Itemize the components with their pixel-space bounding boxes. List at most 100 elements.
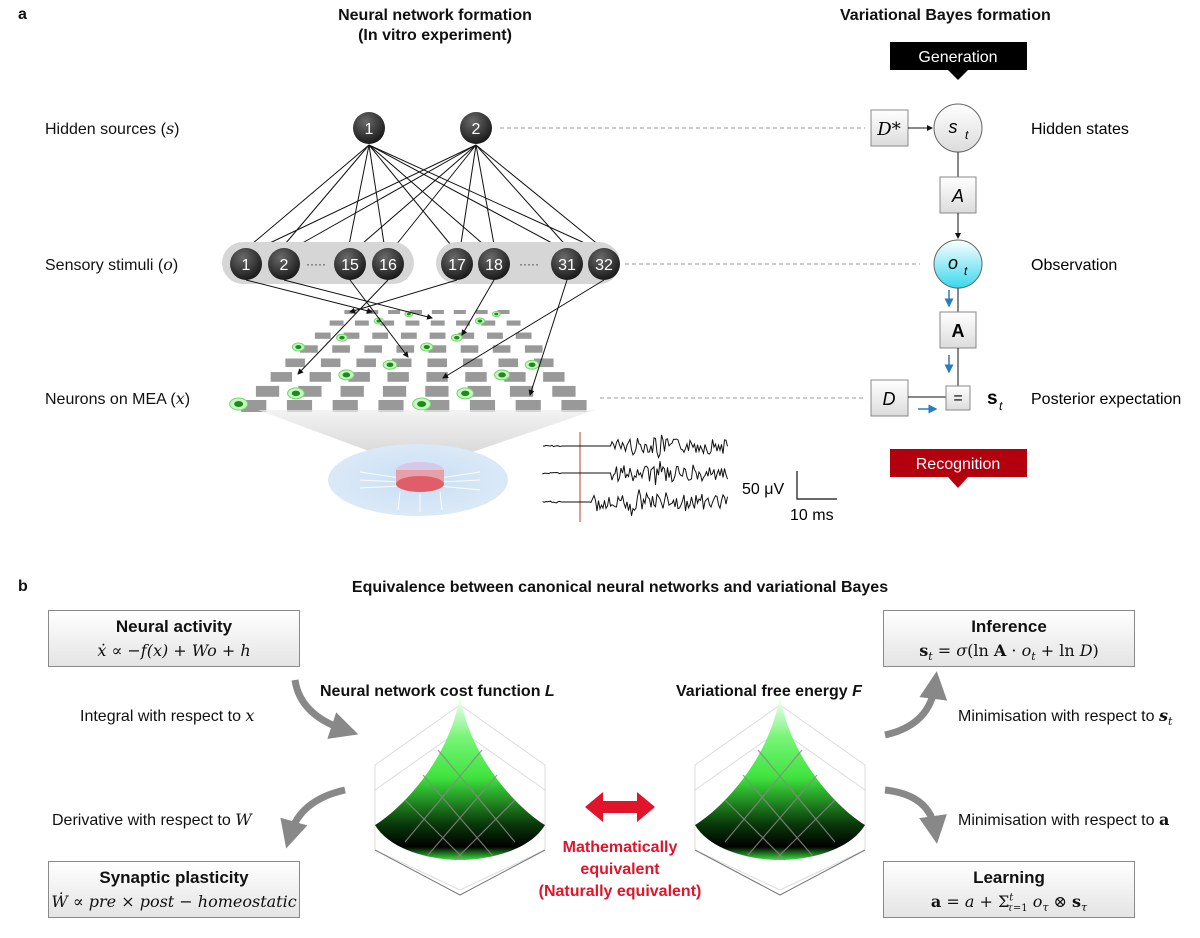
electrode [462, 358, 483, 368]
hidden-source-node-2: 2 [460, 112, 492, 144]
derivative-text: Derivative with respect to [52, 812, 236, 829]
electrode [320, 358, 341, 368]
electrode [270, 372, 293, 382]
electrode [453, 310, 466, 314]
fe-symbol: F [852, 683, 862, 700]
electrode [534, 358, 554, 368]
posterior-symbol: s t [987, 388, 1003, 413]
neural-network-heading-line2: (In vitro experiment) [358, 27, 512, 44]
electrode [378, 400, 404, 412]
learning-box: Learning a = a + Σtτ=1 oτ ⊗ sτ [883, 861, 1135, 918]
hidden-sources-symbol: s [165, 119, 175, 138]
d-label: D [883, 389, 896, 409]
d-box: D [870, 379, 909, 417]
electrode [286, 400, 313, 412]
node-label: 1 [242, 257, 251, 274]
cost-function-title: Neural network cost function L [320, 682, 555, 702]
node-label: 15 [341, 257, 359, 274]
hidden-states-label: Hidden states [1031, 121, 1129, 138]
electrode [372, 332, 389, 339]
electrode [431, 310, 444, 314]
electrode [475, 310, 488, 314]
synaptic-plasticity-formula: Ẇ ∝ pre × post − homeostatic [51, 892, 297, 911]
min-s-symbol: s [1158, 706, 1168, 725]
inference-box: Inference st = σ(ln A · ot + ln D) [883, 610, 1135, 667]
node-label: 32 [595, 257, 613, 274]
recording-trace-3 [542, 489, 728, 516]
electrode [543, 372, 565, 382]
stimulus-node-18: 18 [478, 248, 510, 280]
derivative-arrow-icon [280, 786, 346, 849]
electrode [497, 310, 510, 314]
panel-a-letter: a [18, 6, 27, 23]
mea-chip-traces [359, 471, 481, 512]
a-matrix-box: A [939, 176, 977, 214]
equiv-line3: (Naturally equivalent) [538, 883, 702, 900]
free-energy-title: Variational free energy F [676, 682, 862, 702]
derivative-label: Derivative with respect to W [52, 810, 252, 830]
neurons-on-mea-label: Neurons on MEA (x) [45, 389, 190, 409]
stimulus-electrode-connections [245, 279, 605, 396]
d-star-box: D* [870, 109, 909, 147]
neural-network-diagram: 1 2 1 2 ····· 15 16 17 18 ····· 31 32 [222, 42, 1181, 524]
equivalence-double-arrow-icon [585, 792, 655, 822]
min-s-label: Minimisation with respect to st [958, 706, 1172, 728]
electrode [391, 358, 412, 368]
a-bold-box: A [939, 311, 977, 349]
min-s-arrow-icon [884, 671, 948, 739]
electrode [348, 372, 370, 382]
a-label: A [951, 186, 964, 206]
node-label: 17 [448, 257, 466, 274]
electrode [498, 358, 519, 368]
node-label: 1 [365, 121, 374, 138]
electrode [481, 320, 496, 326]
generation-banner: Generation [890, 42, 1027, 80]
integral-symbol: x [245, 706, 255, 725]
scale-bar-time: 10 ms [790, 507, 834, 524]
electrode [552, 385, 576, 397]
equiv-line1: Mathematically [562, 839, 678, 856]
electrode [506, 320, 521, 326]
ellipsis: ····· [306, 257, 326, 271]
neuron-cell [287, 387, 305, 400]
scale-bar-voltage: 50 μV [742, 481, 784, 498]
min-s-text: Minimisation with respect to [958, 708, 1159, 725]
stimulus-node-2: 2 [268, 248, 300, 280]
projection-cone [258, 410, 595, 470]
electrode [487, 332, 503, 339]
neuron-cell [420, 342, 434, 352]
inference-title: Inference [971, 617, 1047, 636]
s-bold: s [987, 388, 998, 409]
electrode [298, 385, 322, 397]
electrode [515, 332, 532, 339]
a-bold-label: A [952, 321, 965, 341]
recognition-label: Recognition [916, 456, 1001, 473]
node-label: 2 [472, 121, 481, 138]
posterior-expectation-label: Posterior expectation [1031, 391, 1181, 408]
source-connections [244, 144, 606, 251]
sensory-stimuli-label: Sensory stimuli (o) [45, 255, 178, 275]
cost-symbol: L [544, 683, 555, 700]
node-label: 31 [558, 257, 576, 274]
node-label: 2 [280, 257, 289, 274]
neuron-cell [336, 333, 348, 342]
electrode [427, 358, 447, 368]
hidden-source-node-1: 1 [353, 112, 385, 144]
learning-formula: a = a + Σtτ=1 oτ ⊗ sτ [930, 892, 1088, 915]
neuron-cell [524, 359, 540, 370]
stimuli-group-1-bg [222, 242, 414, 284]
inference-formula: st = σ(ln A · ot + ln D) [919, 641, 1099, 664]
observation-node: o t [933, 239, 983, 289]
electrode [467, 385, 491, 397]
min-a-arrow-icon [884, 786, 947, 844]
paren-close: ) [172, 257, 179, 274]
integral-arrow-icon [291, 679, 359, 739]
equiv-line2: equivalent [580, 861, 660, 878]
electrode [354, 320, 369, 326]
neuron-cell [491, 311, 501, 317]
electrode [343, 332, 360, 339]
free-energy-surface [694, 695, 866, 896]
electrode [380, 320, 395, 326]
electrode [456, 320, 470, 326]
recording-trace-1 [542, 434, 728, 459]
